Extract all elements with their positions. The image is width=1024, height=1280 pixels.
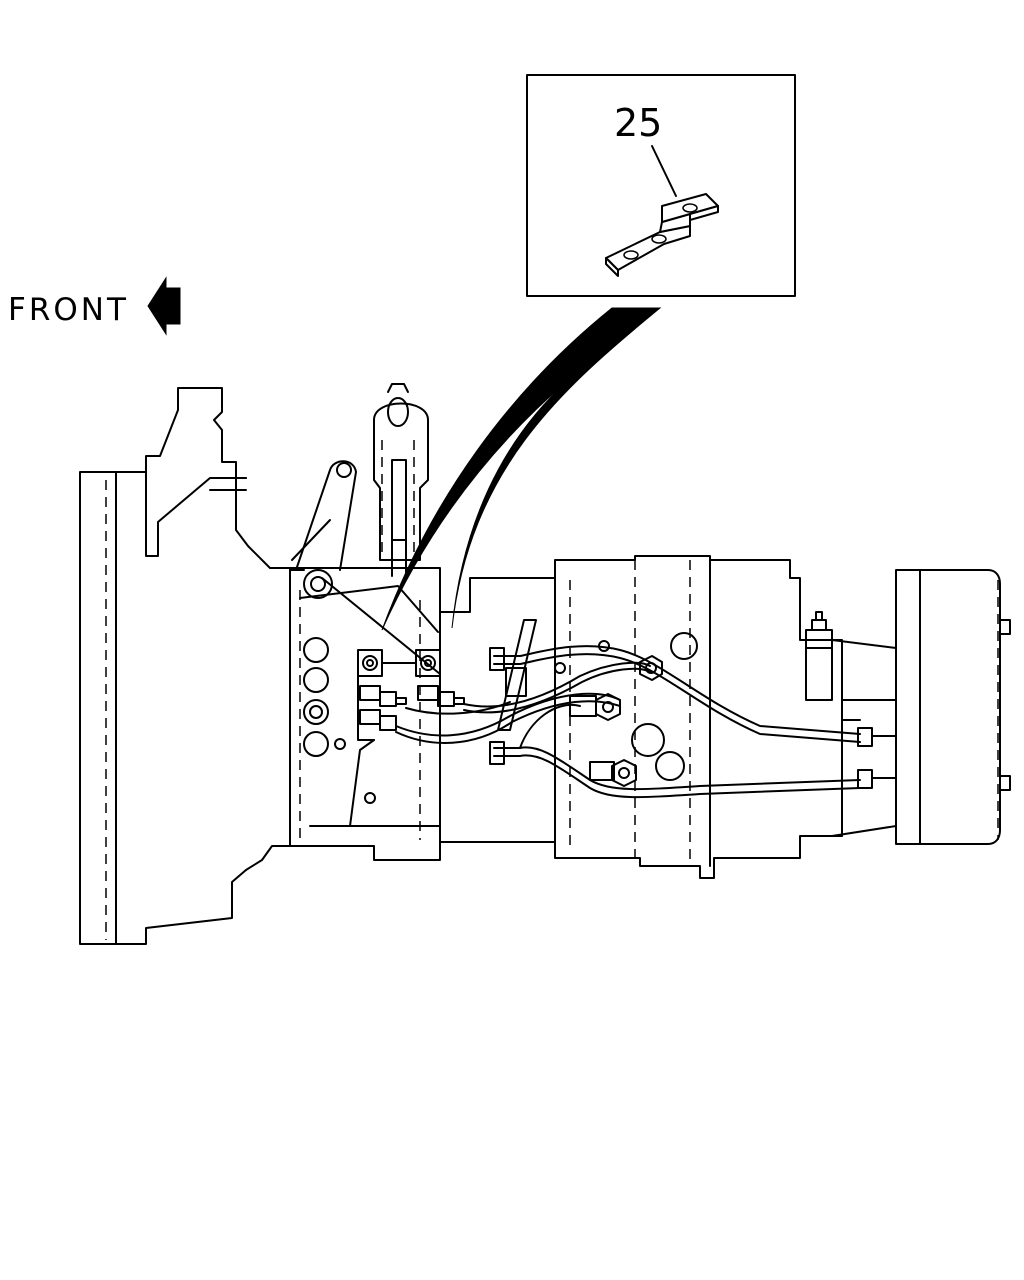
switch-fittings xyxy=(569,655,663,787)
arrow-left-icon xyxy=(147,276,181,336)
front-label: FRONT xyxy=(8,292,129,328)
bell-housing xyxy=(79,387,291,945)
switch-connectors xyxy=(359,685,465,731)
output-flange xyxy=(895,569,1011,845)
bracket-plate-icon xyxy=(605,193,719,277)
callout-pointer-wedges xyxy=(381,307,662,631)
transmission-case xyxy=(289,555,843,879)
wiring-harness xyxy=(395,619,861,799)
shift-rod xyxy=(373,383,429,577)
extension-housing xyxy=(805,611,897,837)
callout-box: 25 xyxy=(526,74,796,297)
callout-part-number: 25 xyxy=(614,101,662,145)
case-bolt-holes xyxy=(303,632,698,804)
callout-leader-line xyxy=(651,145,677,197)
installed-bracket xyxy=(357,649,441,741)
